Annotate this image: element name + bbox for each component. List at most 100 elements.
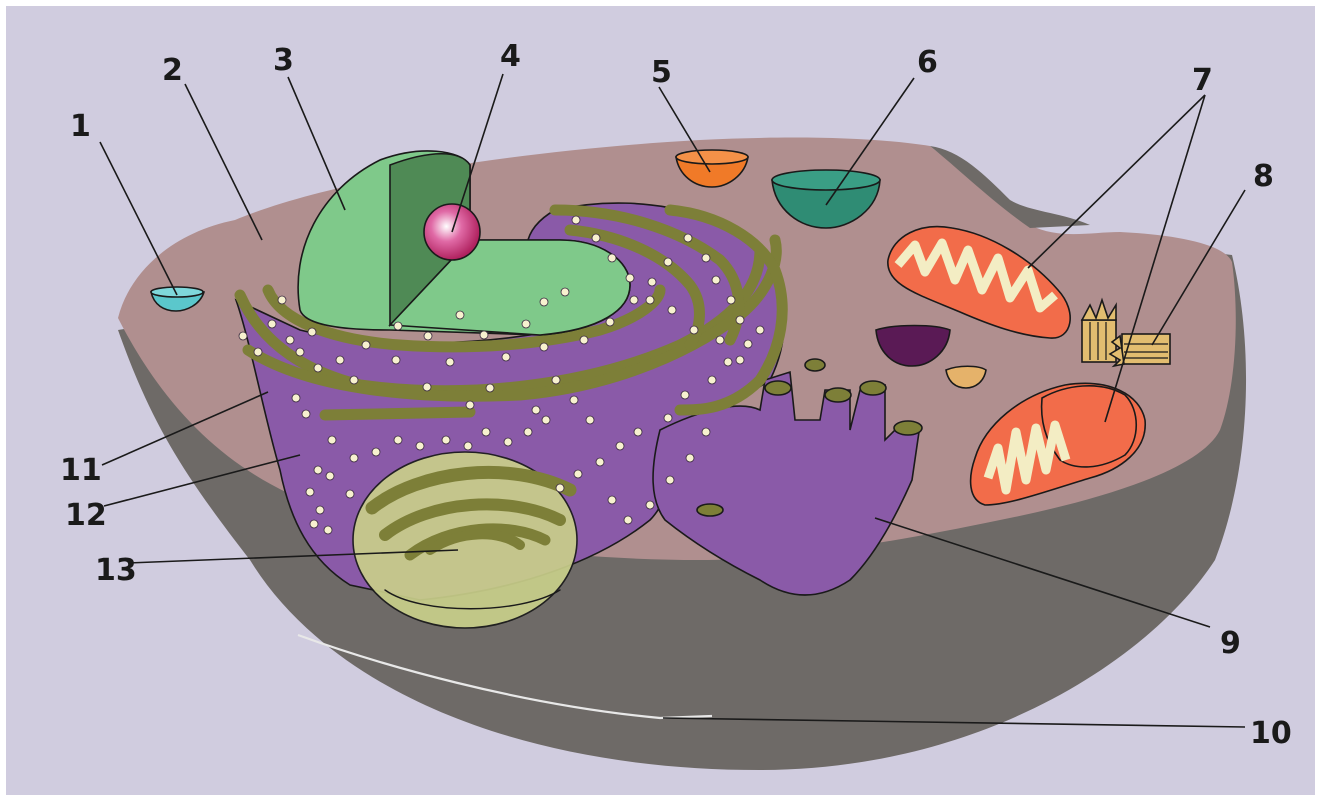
label-9: 9: [1220, 626, 1241, 661]
ribosome-dot: [308, 328, 316, 336]
ribosome-dot: [664, 258, 672, 266]
smooth-er-tube-end: [825, 388, 851, 402]
ribosome-dot: [372, 448, 380, 456]
ribosome-dot: [456, 311, 464, 319]
ribosome-dot: [416, 442, 424, 450]
ribosome-dot: [686, 454, 694, 462]
ribosome-dot: [522, 320, 530, 328]
ribosome-dot: [482, 428, 490, 436]
orange-vesicle-rim: [676, 150, 748, 164]
ribosome-dot: [561, 288, 569, 296]
ribosome-dot: [328, 436, 336, 444]
ribosome-dot: [648, 278, 656, 286]
ribosome-dot: [542, 416, 550, 424]
ribosome-dot: [306, 488, 314, 496]
ribosome-dot: [424, 332, 432, 340]
ribosome-dot: [532, 406, 540, 414]
ribosome-dot: [446, 358, 454, 366]
ribosome-dot: [314, 466, 322, 474]
ribosome-dot: [466, 401, 474, 409]
label-7: 7: [1192, 63, 1213, 98]
ribosome-dot: [350, 454, 358, 462]
ribosome-dot: [346, 490, 354, 498]
label-13: 13: [95, 553, 137, 588]
ribosome-dot: [586, 416, 594, 424]
ribosome-dot: [596, 458, 604, 466]
ribosome-dot: [708, 376, 716, 384]
smooth-er-tube-end: [697, 504, 723, 516]
ribosome-dot: [646, 296, 654, 304]
ribosome-dot: [540, 298, 548, 306]
teal-vesicle-rim: [151, 287, 203, 297]
ribosome-dot: [744, 340, 752, 348]
ribosome-dot: [634, 428, 642, 436]
ribosome-dot: [724, 358, 732, 366]
ribosome-dot: [502, 353, 510, 361]
ribosome-dot: [292, 394, 300, 402]
ribosome-dot: [702, 254, 710, 262]
ribosome-dot: [350, 376, 358, 384]
ribosome-dot: [592, 234, 600, 242]
ribosome-dot: [624, 516, 632, 524]
label-1: 1: [70, 109, 91, 144]
ribosome-dot: [316, 506, 324, 514]
ribosome-dot: [690, 326, 698, 334]
ribosome-dot: [608, 254, 616, 262]
ribosome-dot: [504, 438, 512, 446]
label-6: 6: [917, 45, 938, 80]
ribosome-dot: [286, 336, 294, 344]
ribosome-dot: [712, 276, 720, 284]
ribosome-dot: [608, 496, 616, 504]
label-10: 10: [1250, 716, 1292, 751]
ribosome-dot: [324, 526, 332, 534]
ribosome-dot: [716, 336, 724, 344]
ribosome-dot: [727, 296, 735, 304]
smooth-er-tube-end: [765, 381, 791, 395]
ribosome-dot: [278, 296, 286, 304]
green-vesicle-rim: [772, 170, 880, 190]
ribosome-dot: [326, 472, 334, 480]
centriole: [1110, 334, 1170, 366]
label-12: 12: [65, 498, 107, 533]
label-5: 5: [651, 55, 672, 90]
smooth-er-tube-end: [894, 421, 922, 435]
ribosome-dot: [394, 436, 402, 444]
ribosome-dot: [580, 336, 588, 344]
label-3: 3: [273, 43, 294, 78]
ribosome-dot: [362, 341, 370, 349]
ribosome-dot: [552, 376, 560, 384]
ribosome-dot: [464, 442, 472, 450]
ribosome-dot: [702, 428, 710, 436]
label-11: 11: [60, 453, 102, 488]
ribosome-dot: [606, 318, 614, 326]
label-4: 4: [500, 39, 521, 74]
ribosome-dot: [572, 216, 580, 224]
ribosome-dot: [302, 410, 310, 418]
ribosome-dot: [254, 348, 262, 356]
ribosome-dot: [681, 391, 689, 399]
ribosome-dot: [524, 428, 532, 436]
ribosome-dot: [268, 320, 276, 328]
ribosome-dot: [646, 501, 654, 509]
ribosome-dot: [442, 436, 450, 444]
ribosome-dot: [239, 332, 247, 340]
ribosome-dot: [684, 234, 692, 242]
ribosome-dot: [736, 356, 744, 364]
ribosome-dot: [574, 470, 582, 478]
ribosome-dot: [480, 331, 488, 339]
ribosome-dot: [540, 343, 548, 351]
smooth-er-tube-end: [860, 381, 886, 395]
ribosome-dot: [394, 322, 402, 330]
ribosome-dot: [666, 476, 674, 484]
smooth-er-tube-end: [805, 359, 825, 371]
ribosome-dot: [626, 274, 634, 282]
ribosome-dot: [423, 383, 431, 391]
ribosome-dot: [736, 316, 744, 324]
ribosome-dot: [310, 520, 318, 528]
ribosome-dot: [570, 396, 578, 404]
ribosome-dot: [336, 356, 344, 364]
ribosome-dot: [314, 364, 322, 372]
ribosome-dot: [630, 296, 638, 304]
ribosome-dot: [556, 484, 564, 492]
